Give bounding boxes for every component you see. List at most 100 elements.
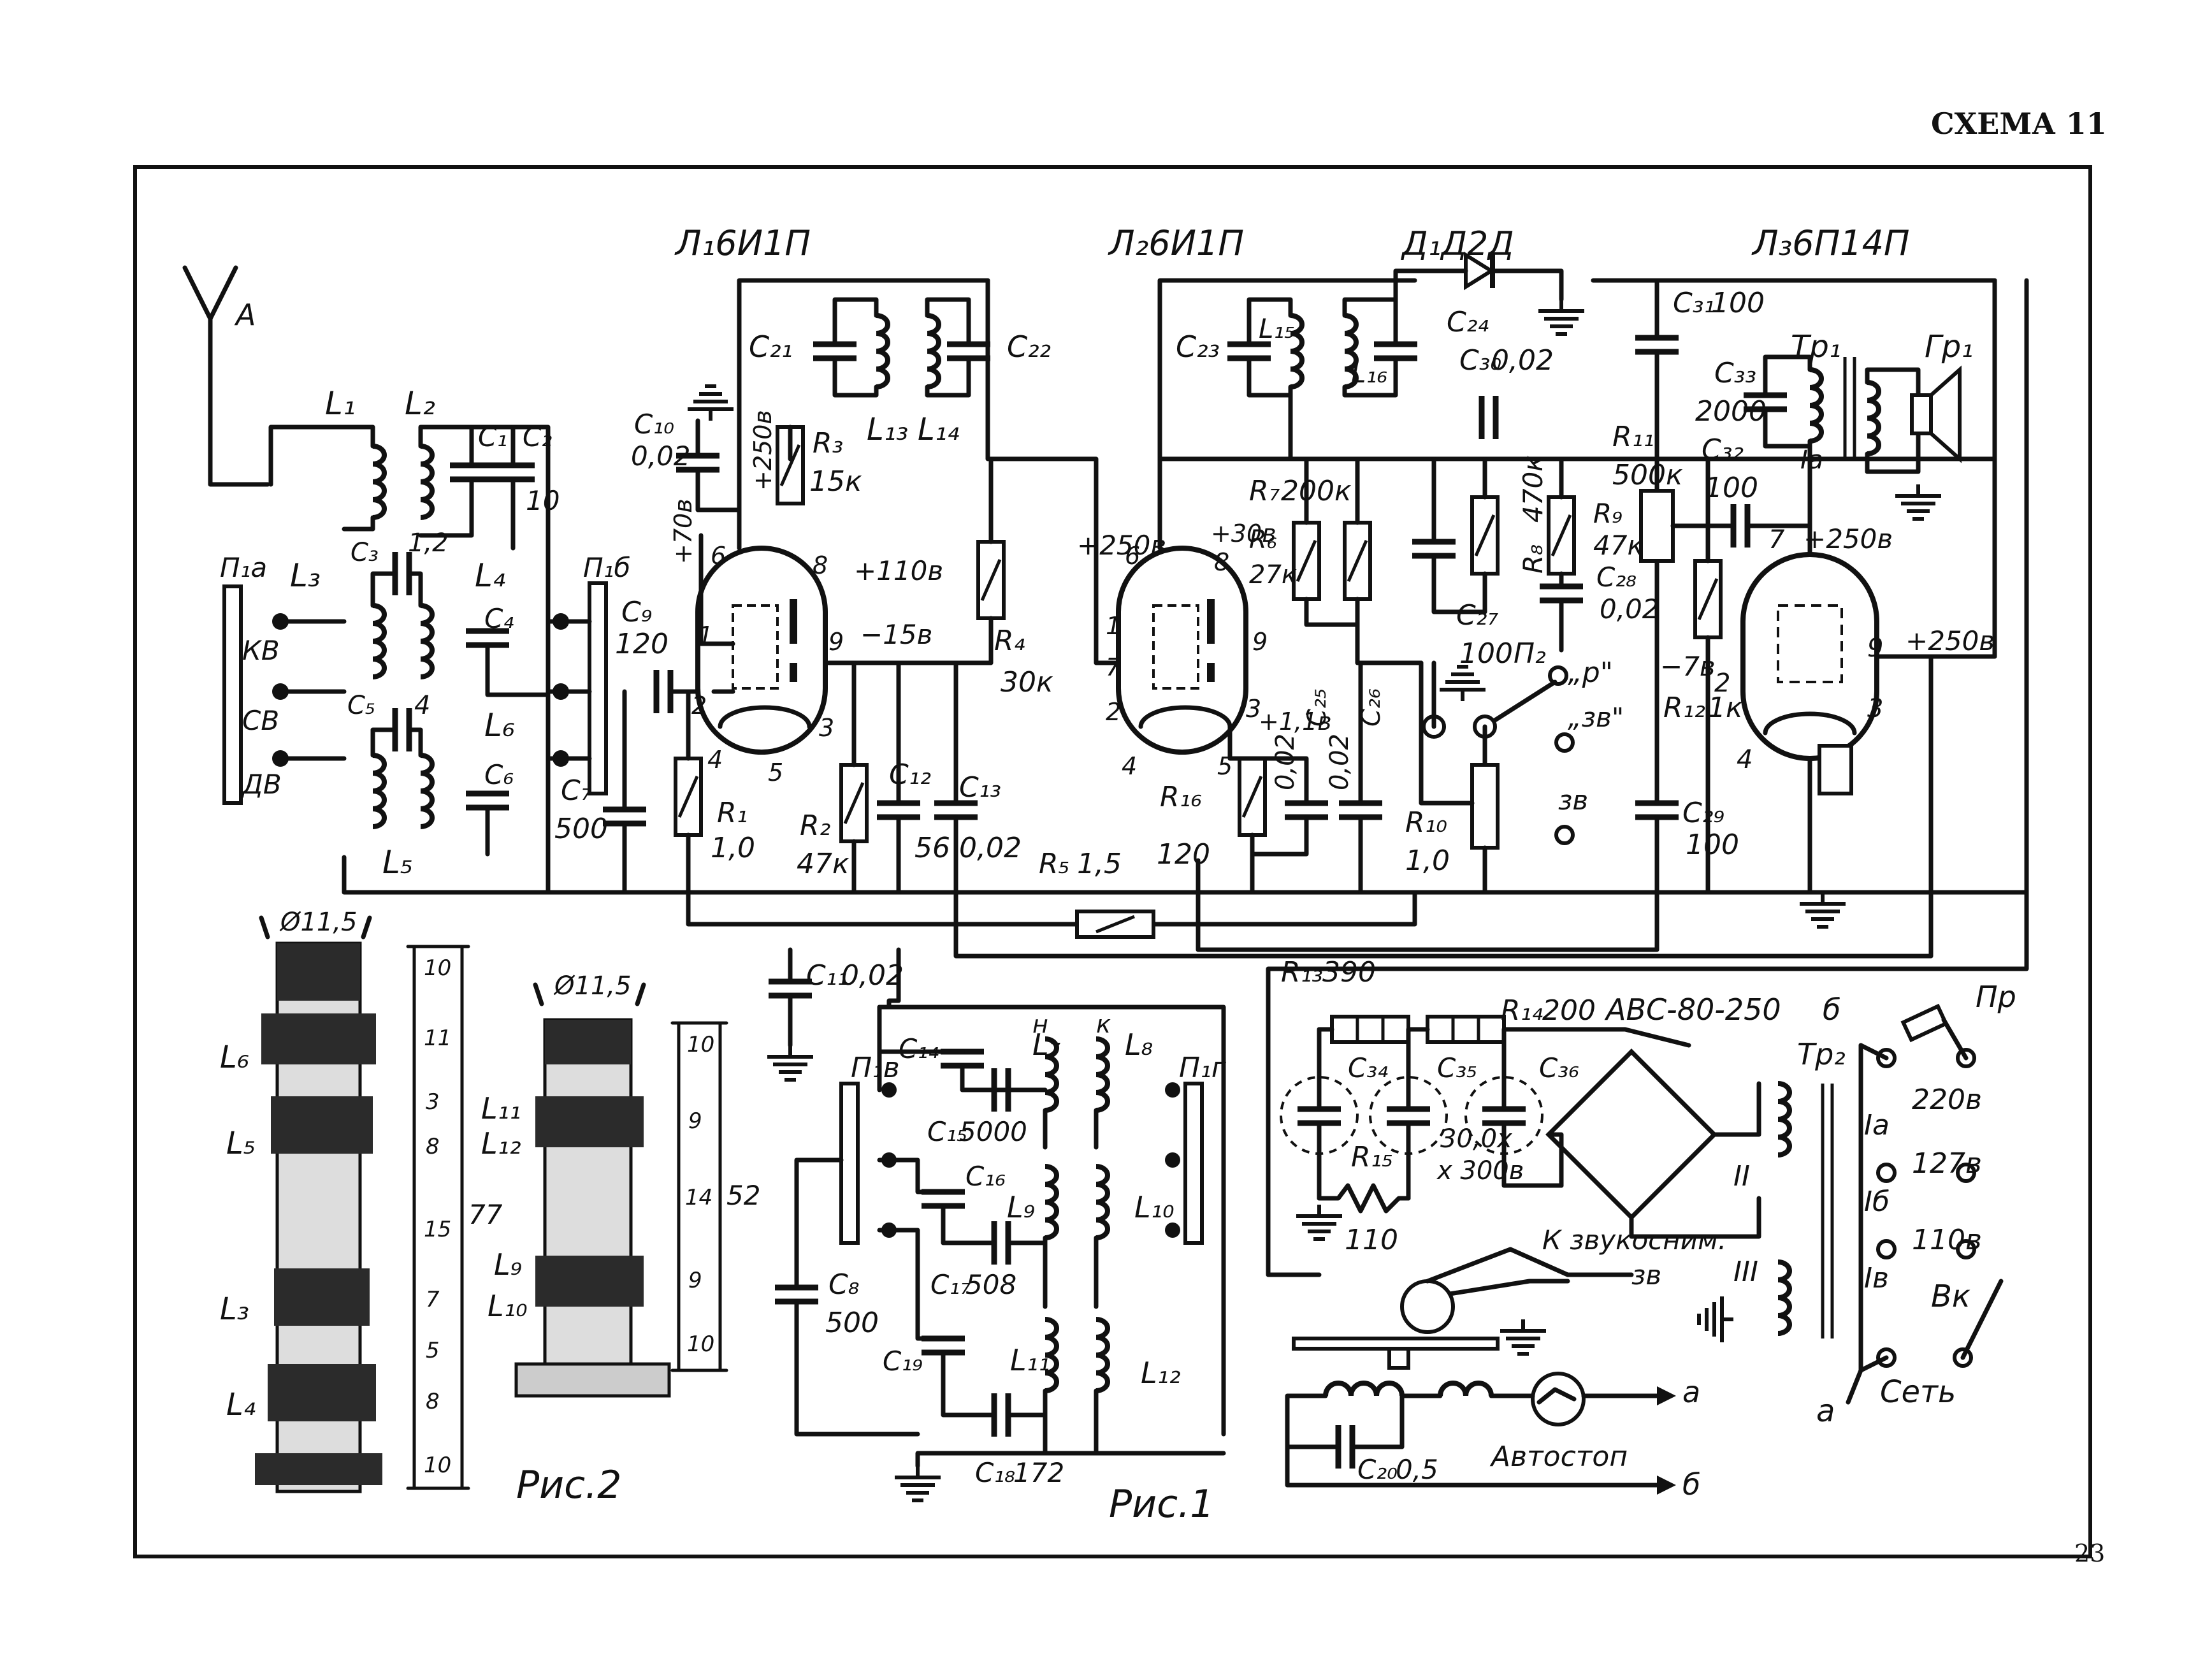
svg-text:+110в: +110в (854, 555, 943, 586)
svg-text:0,02: 0,02 (1600, 593, 1659, 625)
svg-text:3: 3 (1246, 695, 1261, 723)
svg-text:1: 1 (1106, 612, 1121, 640)
svg-text:1,2: 1,2 (408, 528, 449, 558)
svg-text:L₁₄: L₁₄ (918, 412, 959, 447)
svg-text:СВ: СВ (242, 705, 279, 736)
svg-text:L₃: L₃ (220, 1291, 249, 1327)
svg-text:Iа: Iа (1800, 446, 1823, 475)
figure-2-caption: Рис.2 (516, 1463, 621, 1507)
svg-text:C₃₆: C₃₆ (1539, 1052, 1579, 1084)
figure-1-caption: Рис.1 (1109, 1482, 1214, 1527)
svg-text:х 300в: х 300в (1436, 1156, 1524, 1186)
svg-text:9: 9 (688, 1108, 702, 1134)
svg-text:+70в: +70в (669, 498, 697, 564)
svg-text:а: а (1682, 1375, 1700, 1409)
svg-text:5: 5 (426, 1338, 440, 1363)
svg-text:C₃₃: C₃₃ (1714, 357, 1756, 389)
svg-text:к: к (1096, 1010, 1111, 1038)
svg-text:C₇: C₇ (561, 774, 592, 807)
svg-text:н: н (1032, 1010, 1048, 1038)
svg-text:П₁г: П₁г (1179, 1052, 1227, 1084)
svg-text:C₁₈: C₁₈ (975, 1457, 1015, 1488)
svg-text:Л₂6И1П: Л₂6И1П (1108, 223, 1244, 263)
svg-text:C₁₉: C₁₉ (883, 1346, 923, 1377)
svg-text:R₅: R₅ (1039, 848, 1069, 880)
svg-text:C₆: C₆ (484, 759, 514, 790)
switch-p1b: П₁б (583, 552, 630, 795)
input-coils: L₁ L₂ C₁ C₂ 10 L₃ C₃ 1,2 L₄ C₄ C₅ 4 L₆ C… (268, 385, 2029, 895)
svg-text:Тр₁: Тр₁ (1791, 329, 1841, 365)
svg-text:C₉: C₉ (621, 596, 652, 628)
svg-text:15: 15 (424, 1217, 451, 1242)
svg-text:3: 3 (426, 1089, 440, 1115)
svg-text:390: 390 (1322, 956, 1376, 989)
svg-text:Автостоп: Автостоп (1489, 1440, 1628, 1473)
svg-text:П₁а: П₁а (220, 552, 267, 583)
svg-text:Iа: Iа (1864, 1109, 1890, 1142)
svg-text:C₁₄: C₁₄ (899, 1033, 939, 1064)
svg-text:R₁₂: R₁₂ (1663, 692, 1705, 724)
svg-text:C₁₅: C₁₅ (927, 1116, 967, 1147)
svg-text:„р": „р" (1568, 657, 1613, 689)
svg-text:9: 9 (688, 1268, 702, 1293)
svg-text:C₂₁: C₂₁ (749, 330, 793, 364)
svg-text:R₁₃: R₁₃ (1281, 956, 1323, 989)
svg-text:КВ: КВ (242, 635, 280, 666)
svg-text:2: 2 (1106, 698, 1121, 726)
svg-text:C₁: C₁ (478, 421, 507, 453)
svg-text:8: 8 (426, 1389, 440, 1414)
svg-text:2000: 2000 (1695, 395, 1767, 428)
svg-text:0,02: 0,02 (1325, 734, 1354, 790)
svg-text:C₁₃: C₁₃ (959, 771, 1001, 804)
schema-label: СХЕМА 11 (1931, 106, 2107, 141)
svg-text:+250в: +250в (1804, 523, 1893, 555)
svg-text:10: 10 (687, 1032, 714, 1057)
svg-text:C₃₀: C₃₀ (1459, 344, 1501, 377)
svg-text:„зв": „зв" (1568, 702, 1624, 733)
svg-text:5000: 5000 (959, 1116, 1027, 1147)
svg-text:L₈: L₈ (1125, 1027, 1153, 1062)
svg-text:4: 4 (707, 746, 723, 774)
svg-text:120: 120 (1157, 838, 1210, 871)
svg-text:47к: 47к (797, 848, 849, 880)
svg-text:110: 110 (1345, 1224, 1398, 1256)
svg-text:14: 14 (685, 1185, 712, 1210)
svg-text:C₂₄: C₂₄ (1447, 306, 1489, 338)
svg-text:8: 8 (813, 551, 828, 579)
svg-text:L₁₁: L₁₁ (481, 1091, 521, 1126)
svg-text:а: а (1816, 1393, 1835, 1429)
svg-text:0,02: 0,02 (1491, 344, 1554, 377)
svg-text:100: 100 (1459, 637, 1513, 670)
svg-text:0,02: 0,02 (841, 959, 904, 992)
svg-text:L₁₅: L₁₅ (1259, 313, 1295, 344)
svg-text:Гр₁: Гр₁ (1925, 329, 1973, 365)
svg-text:120: 120 (615, 628, 669, 660)
svg-text:Л₃6П14П: Л₃6П14П (1751, 223, 1910, 263)
svg-text:R₁₆: R₁₆ (1160, 781, 1202, 813)
svg-text:Iб: Iб (1864, 1186, 1890, 1218)
svg-text:R₂: R₂ (800, 809, 830, 842)
svg-text:б: б (1682, 1467, 1700, 1502)
svg-text:L₅: L₅ (226, 1126, 256, 1161)
svg-text:3: 3 (819, 714, 834, 742)
svg-text:R₁₅: R₁₅ (1351, 1141, 1393, 1173)
svg-text:52: 52 (726, 1180, 760, 1211)
svg-text:100: 100 (1711, 287, 1765, 319)
svg-text:C₅: C₅ (347, 691, 375, 720)
svg-text:508: 508 (965, 1269, 1016, 1300)
svg-text:R₈: R₈ (1517, 544, 1549, 574)
coil-former-fig1: Ø11,5 L₆ L₅ L₃ L₄ 10 11 3 8 15 7 5 8 10 … (220, 908, 503, 1493)
svg-text:47к: 47к (1593, 530, 1644, 561)
svg-text:C₂: C₂ (523, 421, 552, 453)
svg-text:2: 2 (1714, 669, 1730, 698)
svg-text:6: 6 (711, 542, 726, 570)
svg-text:4: 4 (414, 691, 430, 720)
svg-text:L₄: L₄ (226, 1387, 256, 1423)
svg-text:127в: 127в (1912, 1147, 1982, 1180)
svg-text:Тр₂: Тр₂ (1797, 1037, 1846, 1071)
svg-text:L₃: L₃ (290, 557, 321, 594)
svg-text:8: 8 (1214, 548, 1229, 576)
svg-text:30к: 30к (1001, 666, 1053, 699)
svg-text:R₆: R₆ (1249, 525, 1277, 555)
